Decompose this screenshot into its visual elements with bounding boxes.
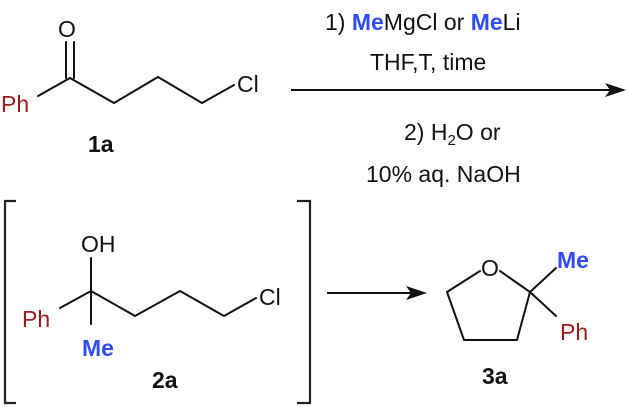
- cyclization-arrow: [327, 286, 427, 300]
- reagent1-rest: MgCl: [384, 9, 438, 35]
- alkyl-chain: [69, 76, 235, 104]
- step2-alternative: 10% aq. NaOH: [366, 161, 521, 187]
- chlorine-label: Cl: [237, 71, 259, 97]
- reaction-conditions: 1) MeMgCl or MeLi THF,T, time 2) H2O or …: [291, 9, 626, 187]
- hydroxyl-label: OH: [81, 231, 116, 257]
- thf-ring: [446, 270, 531, 341]
- left-bracket: [3, 199, 16, 405]
- methyl-highlight-2: Me: [471, 9, 503, 35]
- compound-id-2a: 2a: [152, 367, 178, 393]
- product-3a: O Me Ph 3a: [446, 247, 589, 389]
- step1-solvent: THF,T, time: [370, 49, 486, 75]
- oxygen-label: O: [481, 255, 499, 281]
- compound-1a: O Ph Cl 1a: [1, 16, 259, 157]
- phenyl-label: Ph: [1, 91, 29, 117]
- methyl-highlight-1: Me: [352, 9, 384, 35]
- step2-prefix: 2) H: [404, 119, 447, 145]
- oxygen-label: O: [58, 16, 76, 42]
- methyl-label: Me: [557, 247, 589, 273]
- intermediate-2a: OH Ph Me Cl 2a: [3, 199, 312, 405]
- phenyl-bond: [37, 77, 71, 97]
- compound-id-1a: 1a: [88, 131, 114, 157]
- chlorine-label: Cl: [259, 284, 281, 310]
- phenyl-bond: [59, 290, 92, 309]
- methyl-label: Me: [82, 335, 114, 361]
- phenyl-label: Ph: [22, 306, 50, 332]
- step2-quench: 2) H2O or: [404, 119, 501, 149]
- right-bracket: [297, 199, 312, 405]
- step1-prefix: 1): [325, 9, 352, 35]
- water-subscript: 2: [447, 132, 455, 149]
- reagent2-rest: Li: [503, 9, 521, 35]
- alkyl-chain: [90, 290, 257, 317]
- reaction-arrow-1-head-icon: [605, 83, 626, 97]
- methyl-bond: [529, 267, 557, 293]
- step2-suffix: O or: [456, 119, 501, 145]
- step1-reagents: 1) MeMgCl or MeLi: [325, 9, 521, 35]
- phenyl-label: Ph: [560, 319, 588, 345]
- reaction-arrow-2-head-icon: [406, 286, 427, 300]
- phenyl-bond: [529, 291, 557, 317]
- compound-id-3a: 3a: [482, 363, 508, 389]
- step1-connector: or: [437, 9, 470, 35]
